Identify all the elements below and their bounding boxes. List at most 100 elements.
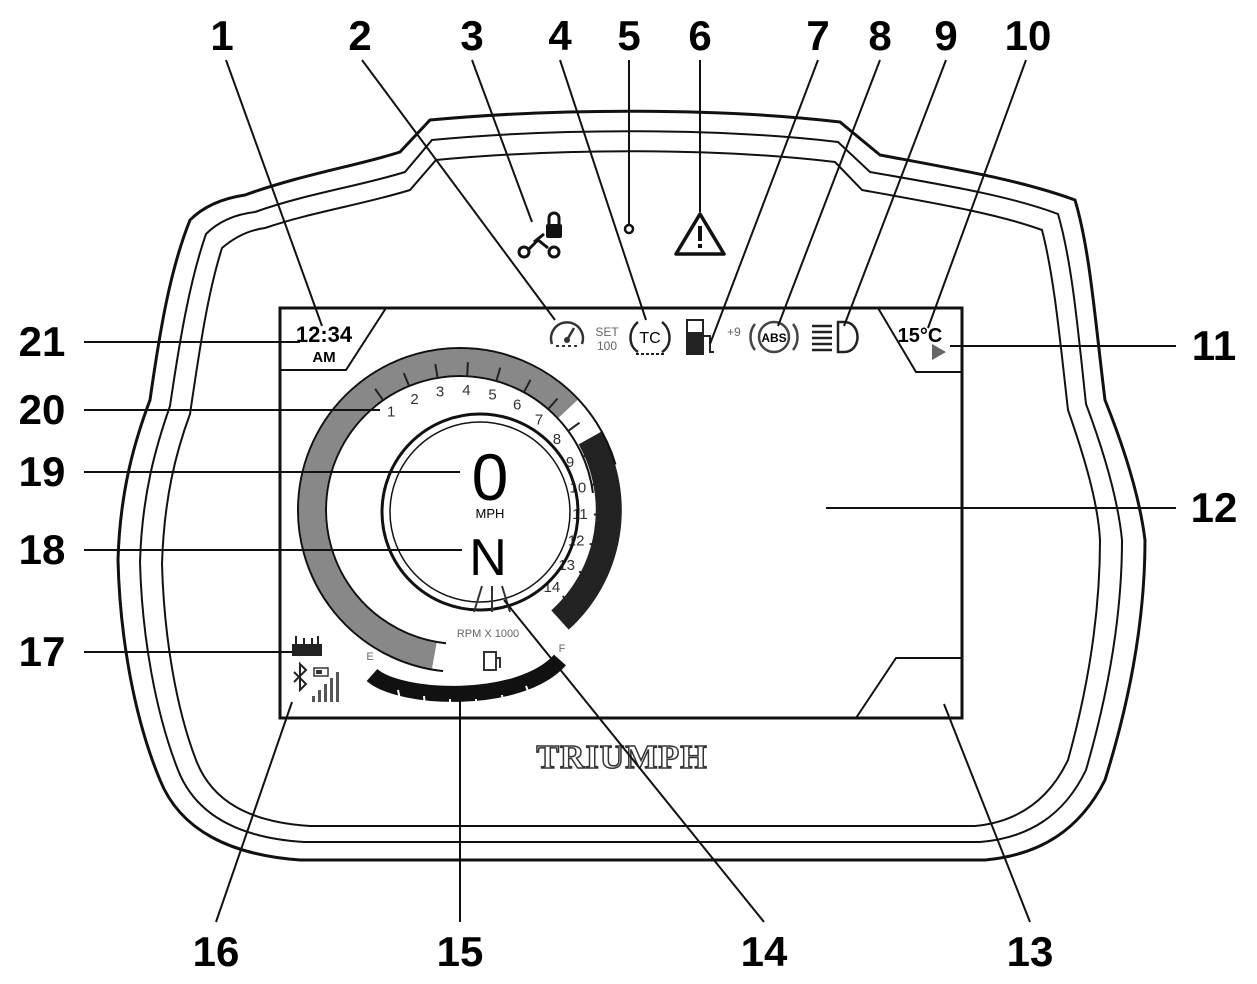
tachometer-redline-band (551, 431, 622, 630)
rpm-tick-5 (495, 367, 502, 382)
rpm-tick-8 (567, 421, 581, 432)
cruise-set-label: SET (595, 325, 619, 339)
rpm-tick-9 (582, 450, 597, 458)
rpm-tick-label-6: 6 (513, 397, 521, 414)
callout-17: 17 (19, 628, 66, 675)
leader-1 (225, 59, 323, 327)
callout-2: 2 (348, 12, 371, 59)
rpm-tick-6 (523, 379, 532, 393)
speedometer-ring (380, 412, 580, 612)
bluetooth-icon (293, 661, 308, 693)
rpm-tick-label-9: 9 (566, 454, 574, 471)
rpm-tick-label-14: 14 (544, 579, 561, 596)
coolant-temperature-icon (292, 636, 322, 656)
rpm-tick-label-11: 11 (572, 506, 588, 523)
traction-control-icon (629, 321, 671, 355)
abs-label: ABS (761, 331, 786, 345)
rpm-tick-label-5: 5 (488, 387, 496, 404)
phone-battery-icon (313, 667, 329, 677)
fuel-gauge: E F (366, 643, 566, 709)
rpm-tick-4 (466, 362, 469, 377)
rpm-tick-3 (434, 363, 439, 379)
rpm-tick-label-2: 2 (410, 391, 418, 408)
callout-1: 1 (210, 12, 233, 59)
instrument-housing (116, 109, 1147, 862)
callout-13: 13 (1007, 928, 1054, 975)
housing-outline-outer (116, 109, 1147, 862)
speed-readout: 0 (472, 440, 509, 514)
rpm-tick-12 (589, 542, 604, 549)
fuel-gauge-bar (366, 654, 566, 702)
top-warning-lights (517, 211, 726, 259)
leader-16 (215, 701, 293, 923)
callout-7: 7 (806, 12, 829, 59)
immobiliser-icon (517, 211, 562, 259)
speedometer-ring-inner (389, 421, 571, 603)
fuel-empty-label: E (366, 651, 373, 663)
info-tray-frame (855, 657, 962, 719)
warning-triangle-icon (674, 212, 726, 256)
callout-11: 11 (1192, 322, 1236, 369)
tachometer-outer-band (299, 349, 622, 671)
callout-18: 18 (19, 526, 66, 573)
fuel-full-label: F (559, 643, 566, 655)
brand-logo: TRIUMPH (536, 739, 707, 776)
callout-10: 10 (1005, 12, 1052, 59)
housing-outline-inner (160, 150, 1102, 827)
callout-6: 6 (688, 12, 711, 59)
cruise-set-value: 100 (597, 339, 617, 353)
abs-icon (749, 320, 799, 354)
signal-strength-icon (312, 672, 339, 702)
leader-8 (777, 59, 881, 327)
leader-10 (927, 59, 1027, 329)
tachometer-inner-rim (325, 375, 595, 645)
callout-8: 8 (868, 12, 891, 59)
leader-9 (843, 59, 947, 327)
rpm-tick-14 (561, 595, 575, 606)
ambient-temperature: 15°C (898, 325, 943, 347)
rpm-tick-label-3: 3 (436, 384, 444, 401)
rpm-tick-10 (591, 481, 606, 486)
callout-14: 14 (741, 928, 788, 975)
tachometer-outer-rim (297, 347, 623, 673)
rpm-tick-label-8: 8 (553, 431, 561, 448)
leader-3 (471, 59, 533, 223)
fuel-gauge-segments (397, 685, 531, 709)
clock-ampm: AM (312, 349, 335, 366)
speed-unit: MPH (476, 506, 505, 521)
callout-15: 15 (437, 928, 484, 975)
callout-5: 5 (617, 12, 640, 59)
leader-14 (503, 599, 765, 923)
callout-20: 20 (19, 386, 66, 433)
leader-2 (361, 59, 556, 321)
callout-21: 21 (19, 318, 66, 365)
clock-panel-frame (280, 307, 387, 371)
callout-9: 9 (934, 12, 957, 59)
rpm-tick-label-1: 1 (387, 404, 395, 421)
rpm-unit-label: RPM X 1000 (457, 628, 519, 640)
leader-7 (709, 59, 819, 345)
housing-outline-middle (138, 130, 1124, 843)
indicator-lamp-icon (623, 223, 635, 235)
leader-4 (559, 59, 647, 321)
gear-indicator: N (469, 529, 507, 587)
shift-light-icon (473, 585, 511, 613)
traction-control-label: TC (639, 330, 660, 347)
rpm-tick-label-4: 4 (462, 382, 470, 399)
rpm-tick-label-13: 13 (558, 557, 575, 574)
fuel-range-suffix: +9 (727, 325, 741, 339)
rpm-tick-label-7: 7 (535, 412, 543, 429)
temperature-panel-frame (877, 307, 962, 373)
rpm-tick-13 (578, 570, 592, 579)
ice-warning-icon (932, 344, 946, 360)
callout-4: 4 (548, 12, 572, 59)
clock-time: 12:34 (296, 322, 353, 347)
callout-12: 12 (1191, 484, 1238, 531)
tft-screen: 12:34 AM SET 100 TC +9 ABS (278, 306, 964, 720)
callout-leader-lines (84, 59, 1176, 923)
callout-16: 16 (193, 928, 240, 975)
rpm-tick-7 (547, 397, 559, 410)
rpm-tick-11 (593, 513, 608, 516)
